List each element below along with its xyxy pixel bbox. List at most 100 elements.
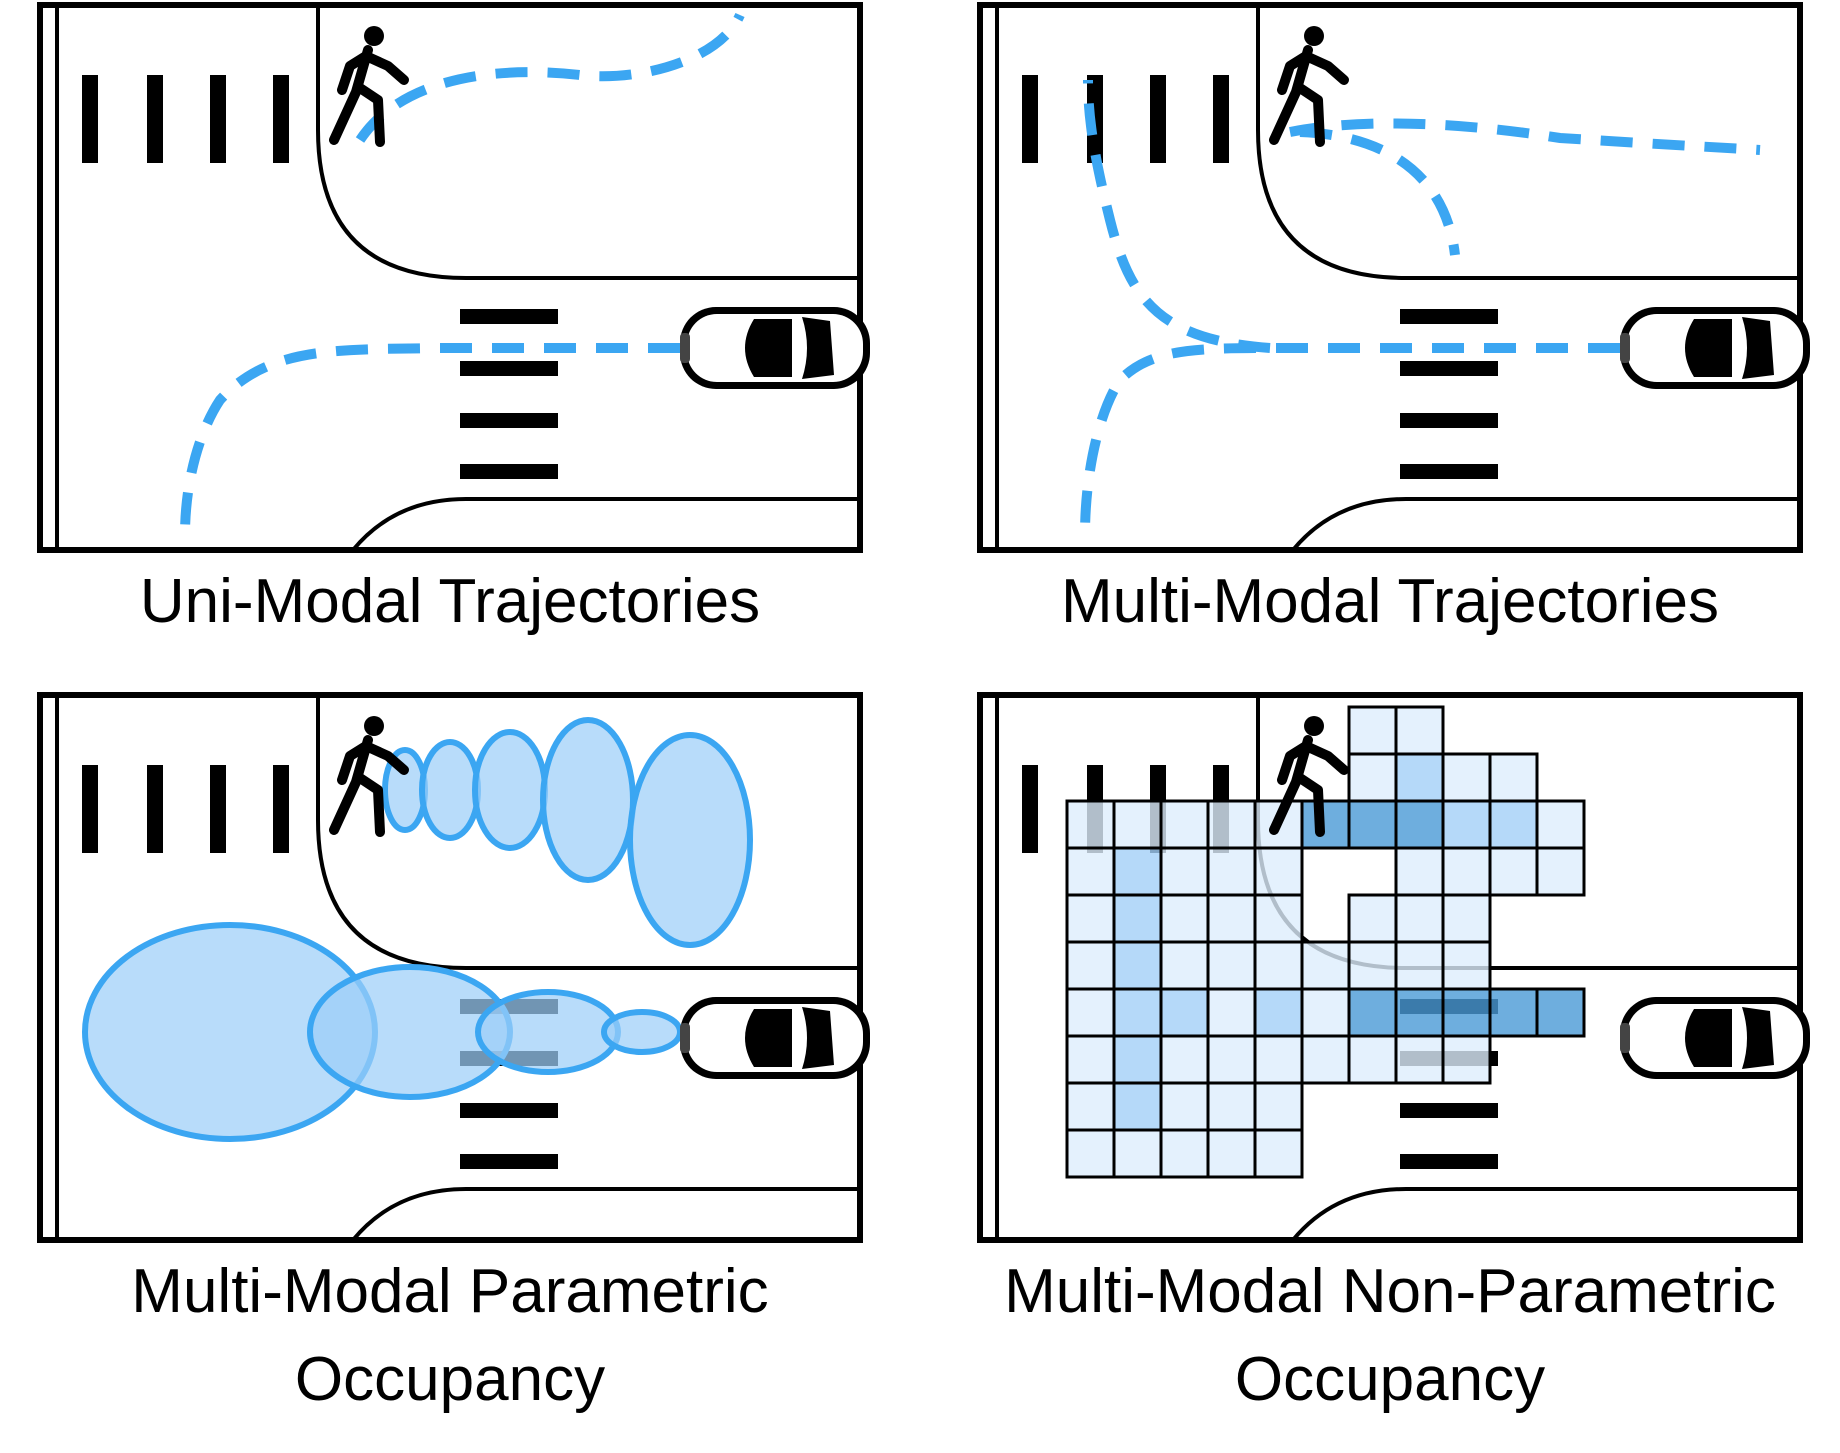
- occupancy-cell: [1300, 1034, 1351, 1085]
- occupancy-cell: [1253, 893, 1304, 944]
- occupancy-cell: [1159, 1081, 1210, 1132]
- occupancy-cell: [1206, 1081, 1257, 1132]
- occupancy-cell: [1159, 940, 1210, 991]
- occupancy-cell: [1065, 1128, 1116, 1179]
- occupancy-cell: [1112, 799, 1163, 850]
- occupancy-cell: [1206, 846, 1257, 897]
- pedestrian-icon: [329, 26, 409, 147]
- occupancy-cell: [1441, 987, 1492, 1038]
- occupancy-cell: [1206, 1128, 1257, 1179]
- panel-multi-modal-non-parametric-occupancy: [977, 692, 1810, 1243]
- occupancy-cell: [1394, 1034, 1445, 1085]
- occupancy-cell: [1253, 1034, 1304, 1085]
- occupancy-cell: [1253, 1128, 1304, 1179]
- trajectory-lines: [180, 12, 745, 536]
- occupancy-cell: [1206, 893, 1257, 944]
- occupancy-cell: [1112, 940, 1163, 991]
- pedestrian-icon: [329, 716, 409, 837]
- occupancy-cell: [1394, 940, 1445, 991]
- car-icon: [680, 997, 870, 1079]
- caption-multi-modal-non-parametric-occupancy: Multi-Modal Non-Parametric Occupancy: [960, 1248, 1820, 1424]
- occupancy-cell: [1065, 1081, 1116, 1132]
- occupancy-cell: [1300, 987, 1351, 1038]
- occupancy-cell: [1347, 987, 1398, 1038]
- occupancy-cell: [1441, 1034, 1492, 1085]
- panel-uni-modal-trajectories: [37, 2, 870, 553]
- occupancy-cell: [1112, 987, 1163, 1038]
- occupancy-cell: [1206, 940, 1257, 991]
- occupancy-cell: [1253, 846, 1304, 897]
- intersection-map: [37, 2, 863, 553]
- occupancy-cell: [1159, 799, 1210, 850]
- occupancy-cell: [1253, 940, 1304, 991]
- occupancy-cell: [1065, 799, 1116, 850]
- occupancy-cell: [1441, 940, 1492, 991]
- occupancy-cell: [1112, 1128, 1163, 1179]
- occupancy-cell: [1347, 1034, 1398, 1085]
- occupancy-cell: [1065, 893, 1116, 944]
- caption-line: Multi-Modal Non-Parametric: [1004, 1257, 1776, 1326]
- caption-multi-modal-parametric-occupancy: Multi-Modal Parametric Occupancy: [20, 1248, 880, 1424]
- occupancy-cell: [1065, 940, 1116, 991]
- occupancy-cell: [1441, 893, 1492, 944]
- occupancy-cell: [1065, 987, 1116, 1038]
- occupancy-cell: [1488, 799, 1539, 850]
- occupancy-cell: [1394, 705, 1445, 756]
- crosswalk-icon: [82, 75, 558, 479]
- occupancy-cell: [1065, 846, 1116, 897]
- occupancy-cell: [1441, 799, 1492, 850]
- occupancy-cell: [1488, 846, 1539, 897]
- caption-multi-modal-trajectories: Multi-Modal Trajectories: [960, 558, 1820, 646]
- pedestrian-icon: [1269, 26, 1349, 147]
- occupancy-cell: [1112, 893, 1163, 944]
- occupancy-cell: [1394, 987, 1445, 1038]
- caption-line: Occupancy: [1234, 1345, 1546, 1414]
- intersection-map: [977, 2, 1803, 553]
- occupancy-cell: [1488, 752, 1539, 803]
- occupancy-cell: [1441, 752, 1492, 803]
- occupancy-cell: [1394, 752, 1445, 803]
- caption-uni-modal-trajectories: Uni-Modal Trajectories: [20, 558, 880, 646]
- occupancy-cell: [1347, 940, 1398, 991]
- occupancy-cell: [1159, 846, 1210, 897]
- occupancy-cell: [1394, 799, 1445, 850]
- panel-multi-modal-parametric-occupancy: [37, 692, 870, 1243]
- occupancy-cell: [1535, 987, 1586, 1038]
- occupancy-cell: [1206, 987, 1257, 1038]
- trajectory-lines: [1080, 79, 1761, 536]
- occupancy-cell: [1159, 1128, 1210, 1179]
- occupancy-cell: [1206, 1034, 1257, 1085]
- caption-line: Uni-Modal Trajectories: [139, 567, 761, 636]
- occupancy-cell: [1300, 799, 1351, 850]
- car-icon: [680, 307, 870, 389]
- occupancy-cell: [1488, 987, 1539, 1038]
- occupancy-cell: [1112, 1034, 1163, 1085]
- pedestrian-icon: [1269, 716, 1349, 837]
- caption-line: Occupancy: [294, 1345, 606, 1414]
- car-icon: [1620, 307, 1810, 389]
- panel-multi-modal-trajectories: [977, 2, 1810, 553]
- caption-line: Multi-Modal Trajectories: [1060, 567, 1720, 636]
- occupancy-cell: [1253, 987, 1304, 1038]
- occupancy-cell: [1159, 987, 1210, 1038]
- occupancy-cell: [1394, 893, 1445, 944]
- occupancy-cell: [1300, 940, 1351, 991]
- occupancy-ellipses: [82, 717, 753, 1142]
- caption-line: Multi-Modal Parametric: [131, 1257, 769, 1326]
- occupancy-cell: [1394, 846, 1445, 897]
- occupancy-cell: [1441, 846, 1492, 897]
- occupancy-cell: [1347, 893, 1398, 944]
- occupancy-cell: [1206, 799, 1257, 850]
- occupancy-cell: [1112, 1081, 1163, 1132]
- occupancy-cell: [1535, 846, 1586, 897]
- car-icon: [1620, 997, 1810, 1079]
- occupancy-cell: [1347, 705, 1398, 756]
- occupancy-cell: [1253, 1081, 1304, 1132]
- occupancy-cell: [1159, 1034, 1210, 1085]
- occupancy-cell: [1065, 1034, 1116, 1085]
- occupancy-cell: [1347, 752, 1398, 803]
- crosswalk-icon: [1022, 75, 1498, 479]
- occupancy-cell: [1347, 799, 1398, 850]
- occupancy-cell: [1535, 799, 1586, 850]
- occupancy-cell: [1159, 893, 1210, 944]
